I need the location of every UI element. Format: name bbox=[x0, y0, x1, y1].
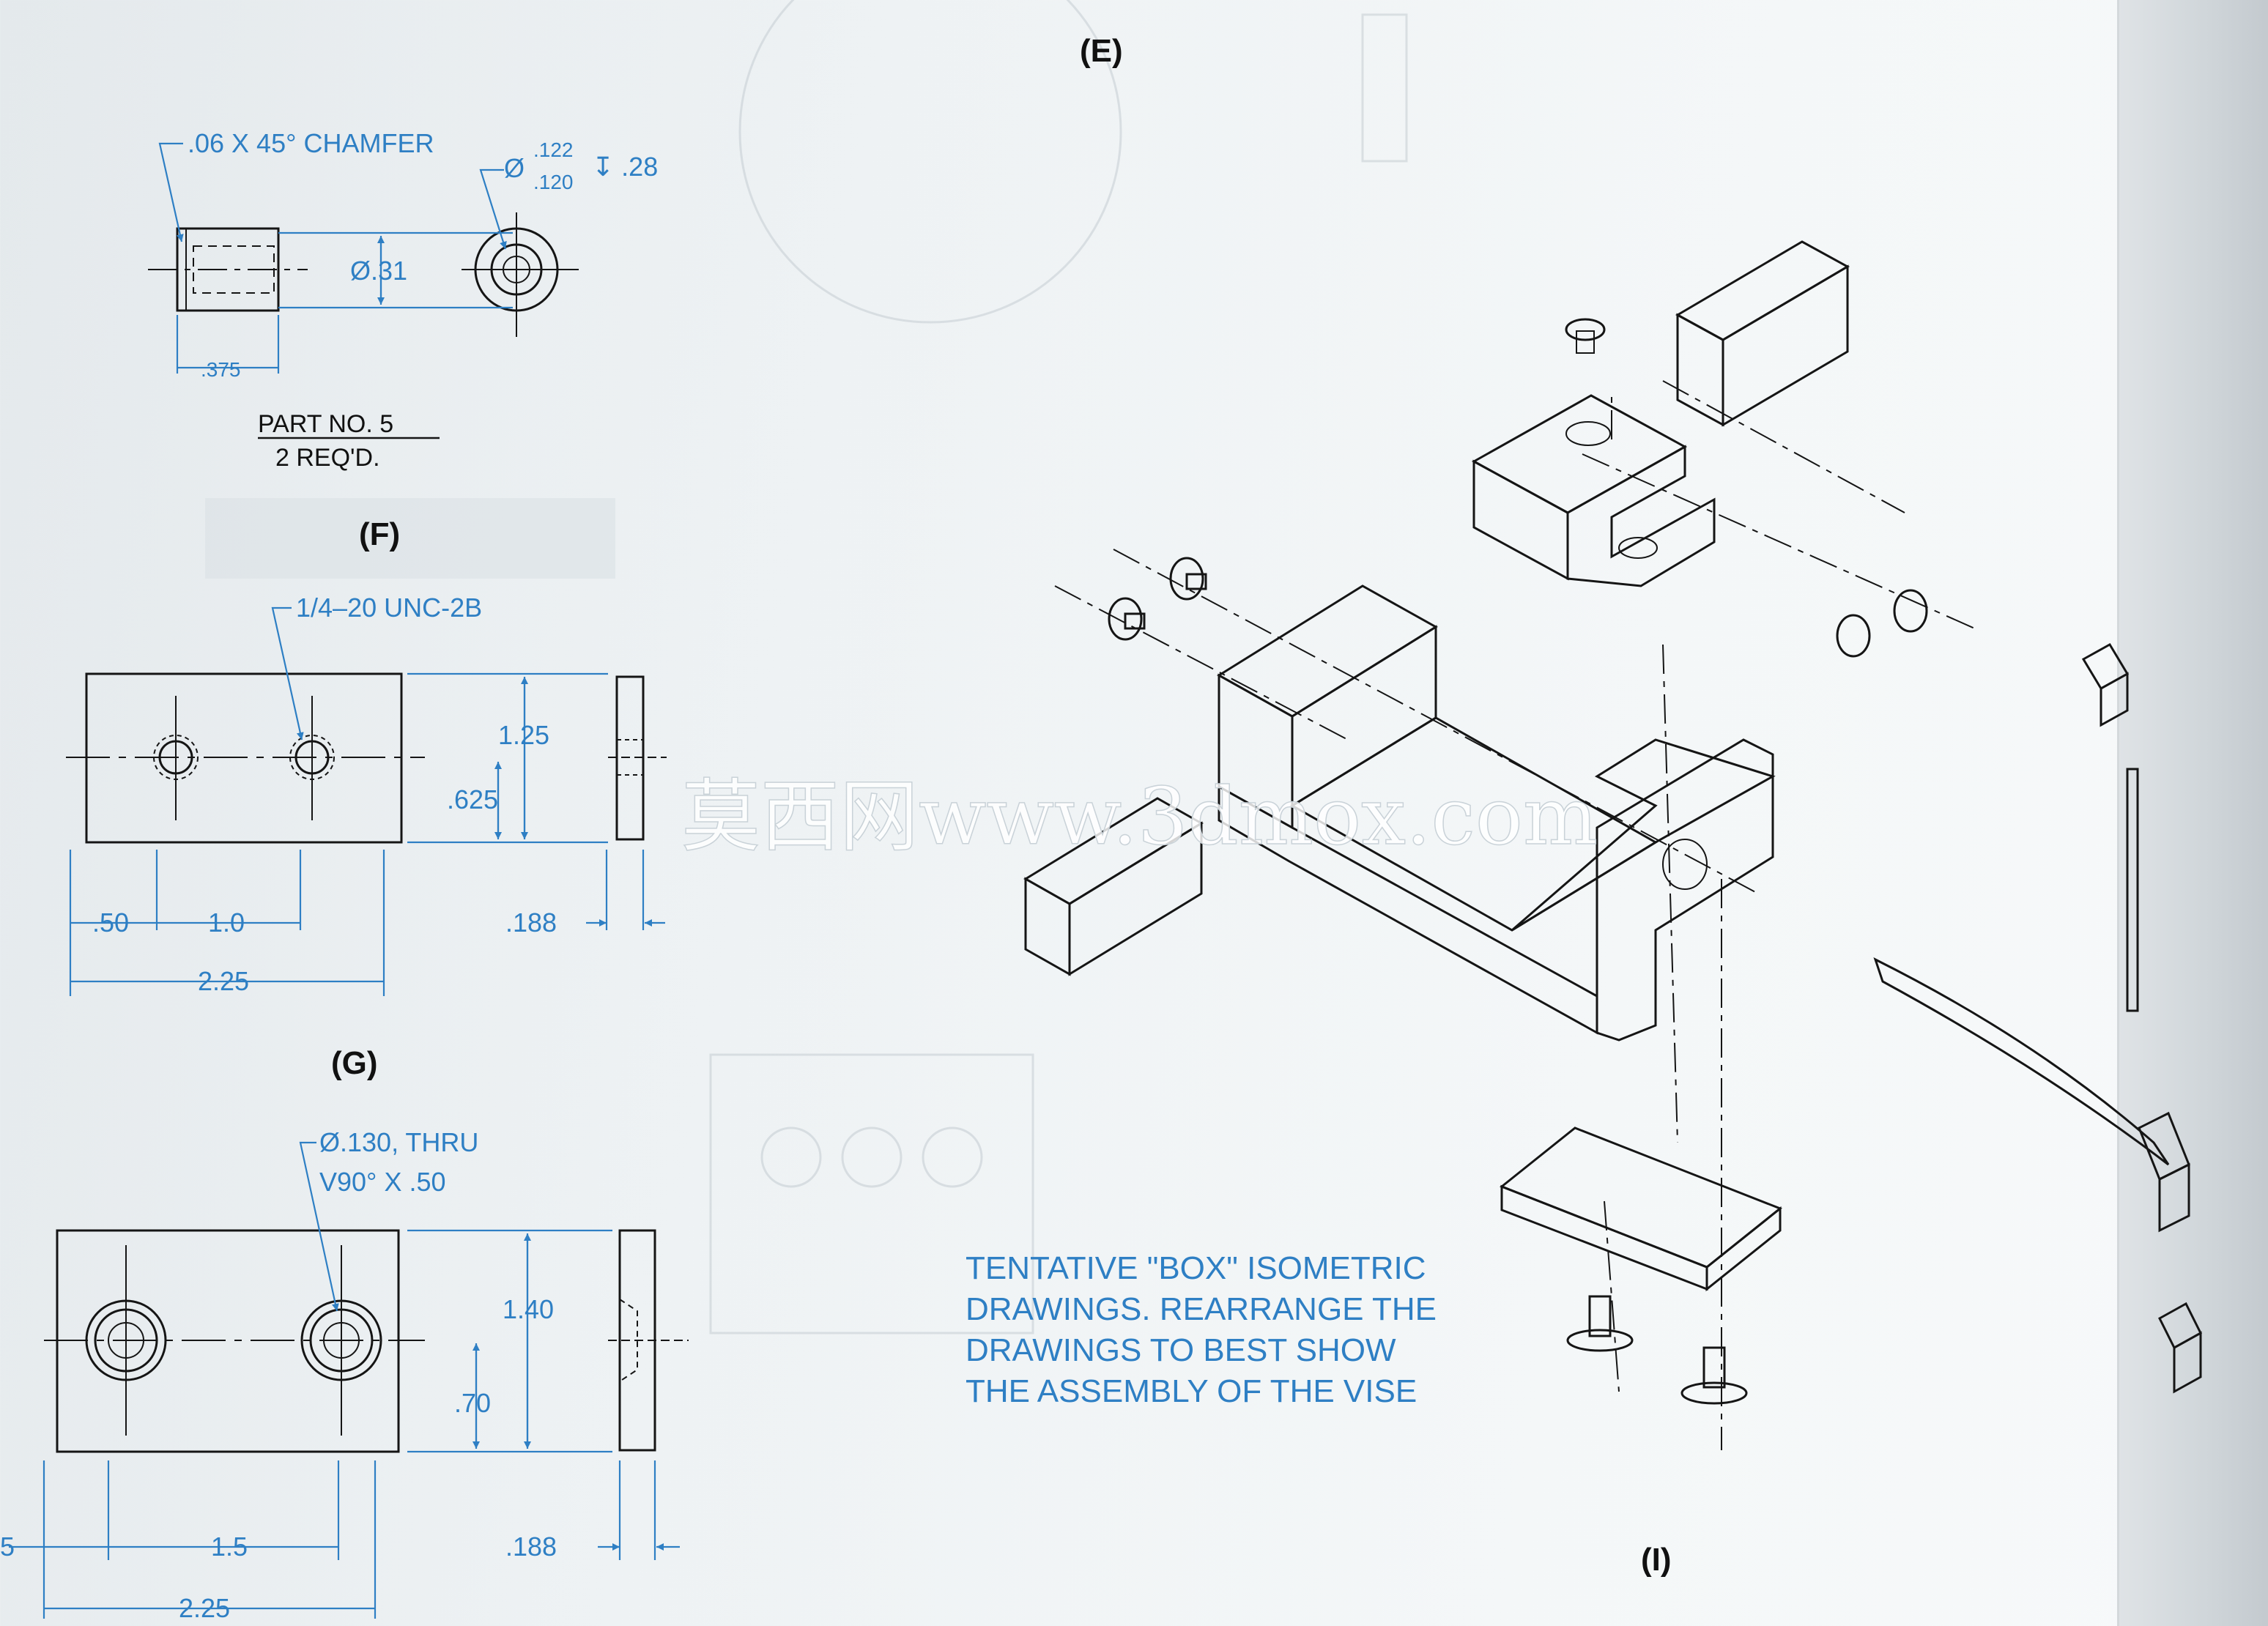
chamfer-note: .06 X 45° CHAMFER bbox=[188, 128, 434, 158]
g-hole-spacing-dimension: 1.0 bbox=[208, 907, 245, 938]
g-width-dimension: 2.25 bbox=[198, 966, 249, 996]
part-h-drawing bbox=[9, 1141, 689, 1619]
h-edge-offset-dimension: 5 bbox=[0, 1532, 15, 1562]
assembly-note-line3: DRAWINGS TO BEST SHOW bbox=[966, 1332, 1396, 1368]
hole-tolerance-upper: .122 bbox=[533, 138, 574, 161]
assembly-note-line1: TENTATIVE "BOX" ISOMETRIC bbox=[966, 1250, 1426, 1286]
part-number: PART NO. 5 bbox=[258, 410, 393, 438]
g-height-dimension: 1.25 bbox=[498, 720, 549, 750]
g-center-height-dimension: .625 bbox=[447, 784, 498, 814]
label-g: (G) bbox=[331, 1045, 378, 1081]
body-diameter: Ø.31 bbox=[350, 256, 407, 286]
hole-callout-line2: V90° X .50 bbox=[319, 1167, 446, 1197]
label-i: (I) bbox=[1641, 1542, 1672, 1578]
thread-callout: 1/4–20 UNC-2B bbox=[296, 593, 482, 623]
label-f: (F) bbox=[359, 516, 400, 552]
part-g-drawing bbox=[66, 606, 667, 996]
h-width-dimension: 2.25 bbox=[179, 1593, 230, 1623]
hole-tolerance-lower: .120 bbox=[533, 171, 574, 193]
label-e: (E) bbox=[1080, 33, 1123, 69]
h-thickness-dimension: .188 bbox=[505, 1532, 557, 1562]
vise-exploded-isometric bbox=[1023, 240, 2202, 1450]
g-edge-offset-dimension: .50 bbox=[92, 907, 129, 938]
show-through-ghost bbox=[205, 0, 1408, 1334]
page-edge bbox=[2117, 0, 2268, 1626]
g-thickness-dimension: .188 bbox=[505, 907, 557, 938]
h-height-dimension: 1.40 bbox=[503, 1294, 554, 1324]
part-e-length: .375 bbox=[201, 358, 241, 381]
watermark: 莫西网www.3dmox.com bbox=[681, 771, 1598, 863]
part-e-drawing bbox=[148, 142, 579, 439]
assembly-note-line4: THE ASSEMBLY OF THE VISE bbox=[966, 1373, 1417, 1409]
part-quantity: 2 REQ'D. bbox=[275, 444, 380, 472]
assembly-note-line2: DRAWINGS. REARRANGE THE bbox=[966, 1291, 1437, 1327]
hole-depth: ↧ .28 bbox=[592, 152, 658, 182]
h-center-height-dimension: .70 bbox=[454, 1388, 491, 1418]
hole-callout-line1: Ø.130, THRU bbox=[319, 1127, 478, 1157]
hole-diameter-symbol: Ø bbox=[504, 153, 525, 183]
h-hole-spacing-dimension: 1.5 bbox=[211, 1532, 248, 1562]
